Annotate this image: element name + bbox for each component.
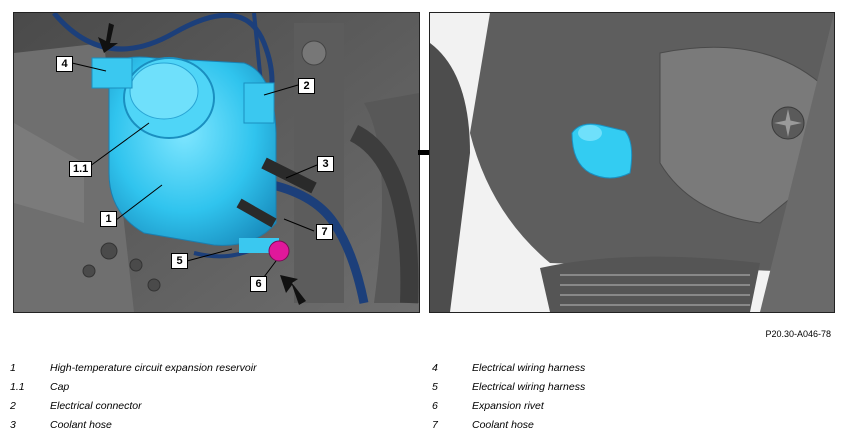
callout-2: 2 <box>298 78 315 94</box>
callout-1-1: 1.1 <box>69 161 93 177</box>
figure-reference: P20.30-A046-78 <box>765 329 831 339</box>
callout-4: 4 <box>56 56 73 72</box>
callout-3: 3 <box>317 156 334 172</box>
detail-illustration: 4 2 1.1 3 1 7 5 6 <box>13 12 420 313</box>
callout-5: 5 <box>171 253 188 269</box>
vehicle-front-overview-drawing <box>430 13 834 312</box>
legend-left: 1 High-temperature circuit expansion res… <box>10 362 257 431</box>
overview-illustration <box>429 12 835 313</box>
engine-bay-detail-drawing <box>14 13 419 312</box>
callout-1: 1 <box>100 211 117 227</box>
callout-6: 6 <box>250 276 267 292</box>
callout-7: 7 <box>316 224 333 240</box>
legend-right: 4 Electrical wiring harness 5 Electrical… <box>432 362 586 431</box>
